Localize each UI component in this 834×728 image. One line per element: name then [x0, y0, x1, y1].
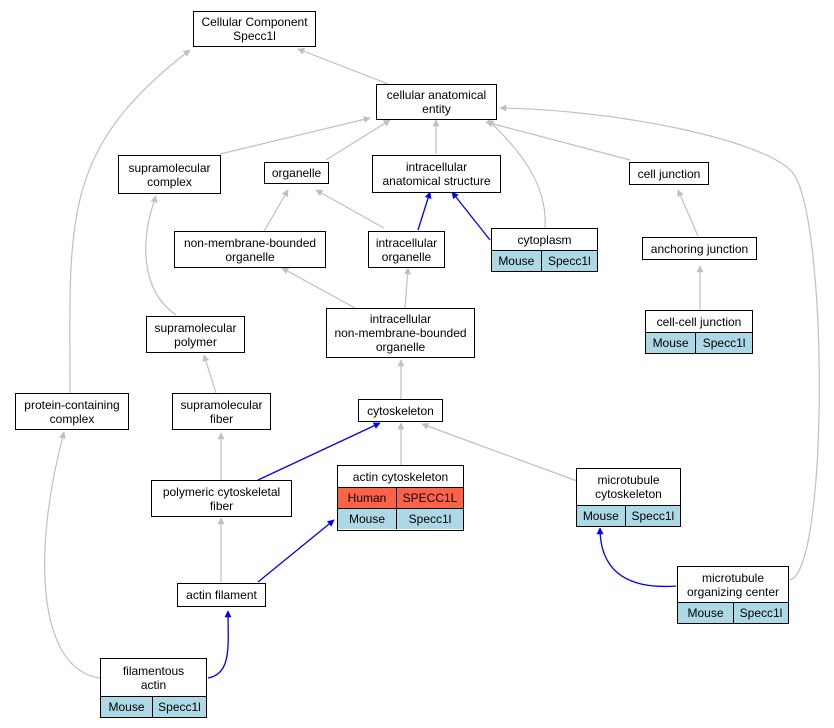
- node-label: cell junction: [637, 166, 701, 181]
- edge-celljunction-to-cae: [485, 120, 631, 161]
- node-label: cytoskeleton: [367, 403, 434, 418]
- gene-cell: Specc1l: [695, 333, 753, 353]
- node-label: cellular anatomical entity: [386, 88, 487, 116]
- edge-actinfilament-partof-actincyto: [257, 519, 335, 583]
- node-label: actin cytoskeleton: [352, 469, 449, 484]
- edge-ppc-to-cc: [69, 49, 191, 394]
- node-cell-cell-junction[interactable]: cell-cell junction Mouse Specc1l: [645, 310, 753, 354]
- species-cell: Mouse: [577, 506, 625, 526]
- gene-cell: Specc1l: [152, 697, 206, 717]
- edge-cae-to-cc: [297, 48, 389, 85]
- edge-io-partof-ias: [417, 191, 432, 231]
- node-label: supramolecular polymer: [154, 320, 237, 349]
- species-cell: Mouse: [646, 333, 696, 353]
- node-cell-junction[interactable]: cell junction: [629, 162, 709, 185]
- node-actin-cytoskeleton[interactable]: actin cytoskeleton Human SPECC1L Mouse S…: [337, 465, 464, 531]
- edge-nmbo-to-organelle: [262, 189, 289, 234]
- node-cytoplasm[interactable]: cytoplasm Mouse Specc1l: [491, 228, 598, 272]
- node-label: filamentous actin: [122, 663, 185, 692]
- node-label: supramolecular complex: [128, 160, 211, 189]
- node-label: organelle: [271, 166, 322, 180]
- gene-cell: Specc1l: [396, 509, 463, 529]
- node-label: supramolecular fiber: [180, 397, 263, 426]
- node-cytoskeleton[interactable]: cytoskeleton: [358, 399, 443, 422]
- node-cellular-anatomical-entity[interactable]: cellular anatomical entity: [376, 84, 497, 120]
- node-label: actin filament: [186, 588, 257, 602]
- gene-cell: SPECC1L: [396, 488, 463, 508]
- node-microtubule-organizing-center[interactable]: microtubule organizing center Mouse Spec…: [677, 566, 789, 624]
- edge-mtcyto-to-cytoskeleton: [421, 422, 589, 486]
- edge-factin-partof-actinfilament: [207, 610, 232, 679]
- edge-anchoring-to-celljunction: [677, 189, 699, 237]
- node-label: intracellular anatomical structure: [382, 160, 491, 188]
- species-cell: Mouse: [492, 251, 541, 271]
- edge-polyfiber-partof-cytoskeleton: [257, 422, 381, 481]
- node-filamentous-actin[interactable]: filamentous actin Mouse Specc1l: [100, 658, 207, 718]
- edge-organelle-to-cae: [325, 119, 391, 161]
- gene-cell: Specc1l: [733, 603, 788, 623]
- node-label: microtubule cytoskeleton: [595, 473, 662, 501]
- node-supramolecular-fiber[interactable]: supramolecular fiber: [172, 393, 271, 430]
- gene-cell: Specc1l: [540, 251, 598, 271]
- node-anchoring-junction[interactable]: anchoring junction: [642, 237, 757, 260]
- node-intracellular-organelle[interactable]: intracellular organelle: [368, 231, 445, 268]
- edge-factin-to-ppc: [44, 431, 101, 679]
- node-label: cytoplasm: [517, 232, 572, 247]
- node-label: protein-containing complex: [24, 397, 120, 426]
- node-label: intracellular organelle: [375, 235, 438, 264]
- node-actin-filament[interactable]: actin filament: [177, 583, 266, 607]
- node-polymeric-cytoskeletal-fiber[interactable]: polymeric cytoskeletal fiber: [151, 480, 292, 517]
- edge-io-to-organelle: [315, 189, 385, 229]
- node-non-membrane-bounded-organelle[interactable]: non-membrane-bounded organelle: [174, 231, 326, 268]
- node-cellular-component-specc1l[interactable]: Cellular Component Specc1l: [193, 11, 316, 47]
- node-organelle[interactable]: organelle: [264, 162, 329, 184]
- species-cell: Mouse: [678, 603, 733, 623]
- node-label: cell-cell junction: [656, 314, 742, 329]
- species-cell: Human: [338, 488, 396, 508]
- species-cell: Mouse: [101, 697, 152, 717]
- edge-suppolymer-to-supcomplex: [145, 195, 177, 316]
- edge-cytoplasm-to-cae: [487, 119, 546, 229]
- edge-supcomplex-to-cae: [219, 116, 371, 155]
- node-intracellular-nmb-organelle[interactable]: intracellular non-membrane-bounded organ…: [326, 308, 475, 358]
- node-label: microtubule organizing center: [686, 570, 780, 599]
- edge-supfiber-to-suppolymer: [202, 354, 217, 394]
- node-intracellular-anatomical-structure[interactable]: intracellular anatomical structure: [372, 155, 501, 193]
- node-supramolecular-polymer[interactable]: supramolecular polymer: [146, 316, 245, 353]
- node-label: anchoring junction: [650, 241, 749, 256]
- gene-cell: Specc1l: [624, 506, 681, 526]
- node-label: polymeric cytoskeletal fiber: [162, 484, 281, 513]
- node-label: Cellular Component Specc1l: [201, 15, 308, 43]
- edge-cytoplasm-partof-ias: [451, 191, 491, 241]
- node-protein-containing-complex[interactable]: protein-containing complex: [15, 393, 129, 430]
- edge-mtoc-to-cae: [499, 104, 820, 581]
- edge-inmbo-to-io: [404, 267, 412, 309]
- node-label: non-membrane-bounded organelle: [183, 235, 317, 264]
- node-microtubule-cytoskeleton[interactable]: microtubule cytoskeleton Mouse Specc1l: [576, 468, 681, 527]
- node-supramolecular-complex[interactable]: supramolecular complex: [118, 155, 221, 194]
- edge-mtoc-partof-mtcyto: [596, 527, 677, 588]
- node-label: intracellular non-membrane-bounded organ…: [334, 312, 467, 354]
- edge-inmbo-to-nmbo: [281, 267, 356, 309]
- species-cell: Mouse: [338, 509, 396, 529]
